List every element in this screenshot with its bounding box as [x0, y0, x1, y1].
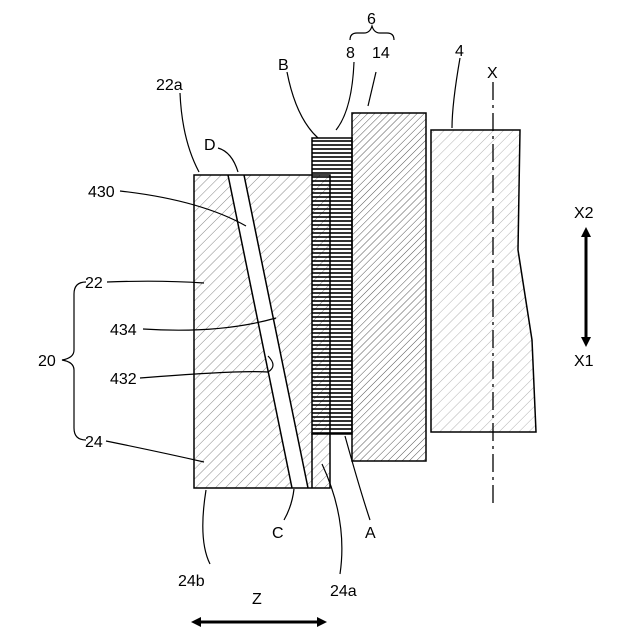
label-20: 20	[38, 353, 56, 370]
label-24a: 24a	[330, 583, 357, 600]
label-6: 6	[367, 11, 376, 28]
label-z: Z	[252, 591, 262, 608]
label-24: 24	[85, 434, 103, 451]
label-8: 8	[346, 45, 355, 62]
part-14-plate	[352, 113, 426, 461]
label-432: 432	[110, 371, 137, 388]
label-24b: 24b	[178, 573, 205, 590]
label-x2: X2	[574, 205, 594, 222]
label-434: 434	[110, 322, 137, 339]
label-14: 14	[372, 45, 390, 62]
label-x: X	[487, 65, 498, 82]
brace-20	[62, 282, 86, 440]
label-c: C	[272, 525, 284, 542]
label-d: D	[204, 137, 216, 154]
label-x1: X1	[574, 353, 594, 370]
part-8-plate	[312, 138, 352, 434]
label-a: A	[365, 525, 376, 542]
label-22: 22	[85, 275, 103, 292]
member-20-block	[194, 175, 330, 488]
brace-6	[350, 26, 394, 40]
label-4: 4	[455, 43, 464, 60]
label-b: B	[278, 57, 289, 74]
label-22a: 22a	[156, 77, 183, 94]
label-430: 430	[88, 184, 115, 201]
part-4-body	[431, 130, 536, 432]
